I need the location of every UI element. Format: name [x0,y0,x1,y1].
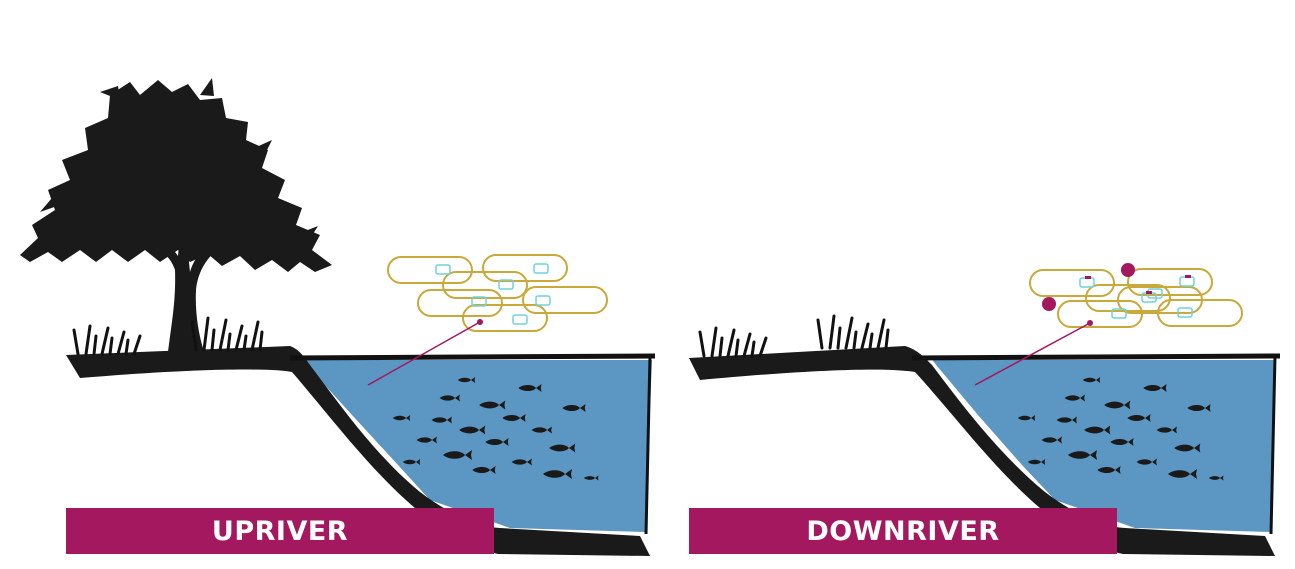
plasmid-icon [1180,277,1194,286]
plasmid-icon [536,296,550,305]
water-surface-downriver [912,356,1280,358]
pink-particle-2 [1042,297,1056,311]
plasmid-icon [436,265,450,274]
panel-upriver [20,78,655,556]
tree-icon [20,78,332,352]
downriver-label: DOWNRIVER [689,508,1117,554]
upriver-label: UPRIVER [66,508,494,554]
plasmid-icon [534,264,548,273]
plasmid-icon [513,315,527,324]
bacteria-icon [1058,301,1142,327]
bacteria-icon [418,290,502,316]
pink-particle-1 [1121,263,1135,277]
bacteria-icon [463,305,547,331]
bacteria-icon [388,257,472,283]
bacteria-cluster-upriver [388,255,607,331]
plasmid-icon [1080,278,1094,287]
bacteria-cluster-downriver [1030,269,1242,327]
water-surface-upriver [290,356,655,358]
bacteria-icon [1030,270,1114,296]
